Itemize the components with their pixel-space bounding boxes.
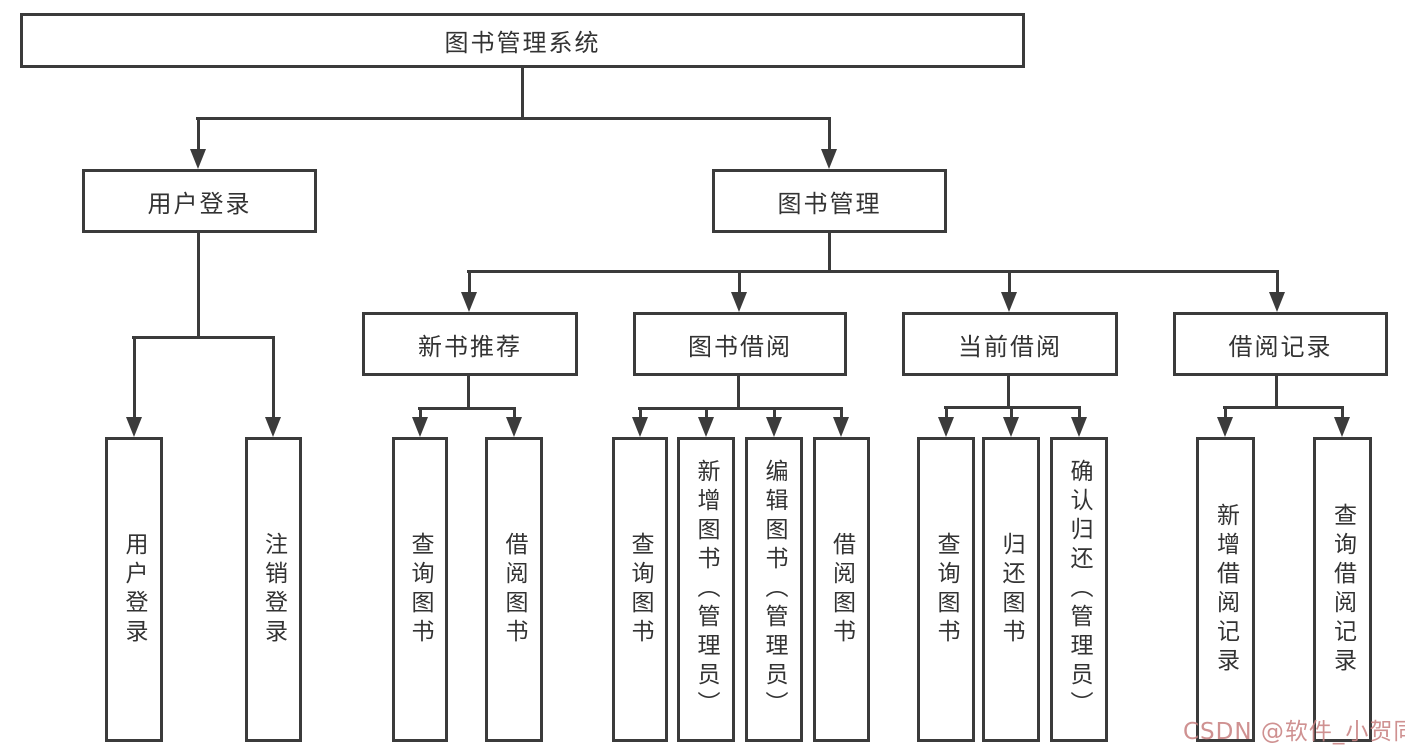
arrow-down-icon bbox=[412, 417, 428, 437]
node-label: 当前借阅 bbox=[958, 332, 1062, 361]
arrow-down-icon bbox=[698, 417, 714, 437]
connector-line bbox=[1010, 406, 1013, 419]
arrow-down-icon bbox=[821, 149, 837, 169]
leaf-add-borrow-record: 新增借阅记录 bbox=[1196, 437, 1255, 742]
connector-line bbox=[840, 407, 843, 419]
node-library-system: 图书管理系统 bbox=[20, 13, 1025, 68]
leaf-label: 查询借阅记录 bbox=[1329, 502, 1356, 677]
leaf-label: 注销登录 bbox=[260, 531, 287, 648]
leaf-edit-book-admin: 编辑图书（管理员） bbox=[745, 437, 803, 742]
arrow-down-icon bbox=[461, 292, 477, 312]
connector-line bbox=[828, 233, 831, 273]
node-current-borrowing: 当前借阅 bbox=[902, 312, 1118, 376]
arrow-down-icon bbox=[1269, 292, 1285, 312]
leaf-label: 新增图书（管理员） bbox=[693, 459, 719, 720]
leaf-label: 归还图书 bbox=[998, 531, 1024, 648]
node-new-book-recommend: 新书推荐 bbox=[362, 312, 578, 376]
node-label: 用户登录 bbox=[147, 189, 252, 218]
connector-line bbox=[773, 407, 776, 419]
connector-line bbox=[521, 68, 524, 117]
arrow-down-icon bbox=[1217, 417, 1233, 437]
leaf-label: 编辑图书（管理员） bbox=[761, 459, 787, 720]
node-label: 图书管理系统 bbox=[444, 29, 601, 57]
arrow-down-icon bbox=[938, 417, 954, 437]
arrow-down-icon bbox=[190, 149, 206, 169]
connector-line bbox=[1223, 406, 1343, 409]
leaf-query-books-borrowing: 查询图书 bbox=[612, 437, 668, 742]
connector-line bbox=[737, 376, 740, 410]
connector-line bbox=[1275, 376, 1278, 409]
leaf-label: 用户登录 bbox=[121, 531, 147, 648]
connector-line bbox=[828, 117, 831, 151]
leaf-borrow-books-borrowing: 借阅图书 bbox=[813, 437, 870, 742]
leaf-return-book: 归还图书 bbox=[982, 437, 1040, 742]
arrow-down-icon bbox=[1071, 417, 1087, 437]
leaf-label: 确认归还（管理员） bbox=[1066, 459, 1092, 720]
connector-line bbox=[272, 336, 275, 419]
connector-line bbox=[467, 376, 470, 410]
leaf-label: 查询图书 bbox=[407, 531, 433, 648]
connector-line bbox=[738, 270, 741, 294]
connector-line bbox=[1224, 406, 1227, 419]
connector-line bbox=[468, 270, 471, 294]
connector-line bbox=[945, 406, 948, 419]
arrow-down-icon bbox=[1001, 292, 1017, 312]
node-label: 借阅记录 bbox=[1228, 332, 1333, 361]
node-label: 图书管理 bbox=[777, 189, 882, 218]
leaf-confirm-return-admin: 确认归还（管理员） bbox=[1050, 437, 1108, 742]
connector-line bbox=[418, 407, 515, 410]
leaf-borrow-books-recommend: 借阅图书 bbox=[485, 437, 543, 742]
arrow-down-icon bbox=[265, 417, 281, 437]
node-label: 新书推荐 bbox=[418, 332, 522, 361]
connector-line bbox=[197, 117, 200, 151]
connector-line bbox=[1341, 406, 1344, 419]
arrow-down-icon bbox=[632, 417, 648, 437]
leaf-label: 新增借阅记录 bbox=[1212, 502, 1239, 677]
connector-line bbox=[639, 407, 642, 419]
arrow-down-icon bbox=[731, 292, 747, 312]
connector-line bbox=[132, 336, 274, 339]
node-book-management: 图书管理 bbox=[712, 169, 947, 233]
arrow-down-icon bbox=[766, 417, 782, 437]
node-user-login: 用户登录 bbox=[82, 169, 317, 233]
arrow-down-icon bbox=[126, 417, 142, 437]
leaf-label: 借阅图书 bbox=[828, 531, 855, 648]
connector-line bbox=[133, 336, 136, 419]
leaf-query-borrow-record: 查询借阅记录 bbox=[1313, 437, 1372, 742]
node-borrow-records: 借阅记录 bbox=[1173, 312, 1388, 376]
connector-line bbox=[1078, 406, 1081, 419]
node-book-borrowing: 图书借阅 bbox=[633, 312, 847, 376]
leaf-label: 查询图书 bbox=[627, 531, 653, 648]
connector-line bbox=[638, 407, 842, 410]
connector-line bbox=[513, 407, 516, 419]
node-label: 图书借阅 bbox=[688, 332, 792, 361]
leaf-user-login: 用户登录 bbox=[105, 437, 163, 742]
leaf-query-books-recommend: 查询图书 bbox=[392, 437, 448, 742]
connector-line bbox=[1008, 270, 1011, 294]
connector-line bbox=[196, 117, 830, 120]
leaf-label: 借阅图书 bbox=[501, 531, 527, 648]
arrow-down-icon bbox=[1334, 417, 1350, 437]
leaf-add-book-admin: 新增图书（管理员） bbox=[677, 437, 735, 742]
leaf-logout: 注销登录 bbox=[245, 437, 302, 742]
arrow-down-icon bbox=[833, 417, 849, 437]
connector-line bbox=[197, 233, 200, 339]
connector-line bbox=[1007, 376, 1010, 409]
connector-line bbox=[467, 270, 1278, 273]
arrow-down-icon bbox=[506, 417, 522, 437]
leaf-query-books-current: 查询图书 bbox=[917, 437, 975, 742]
connector-line bbox=[1276, 270, 1279, 294]
leaf-label: 查询图书 bbox=[933, 531, 959, 648]
connector-line bbox=[705, 407, 708, 419]
csdn-watermark: CSDN @软件_小贺同学 bbox=[1183, 719, 1405, 745]
connector-line bbox=[419, 407, 422, 419]
arrow-down-icon bbox=[1003, 417, 1019, 437]
